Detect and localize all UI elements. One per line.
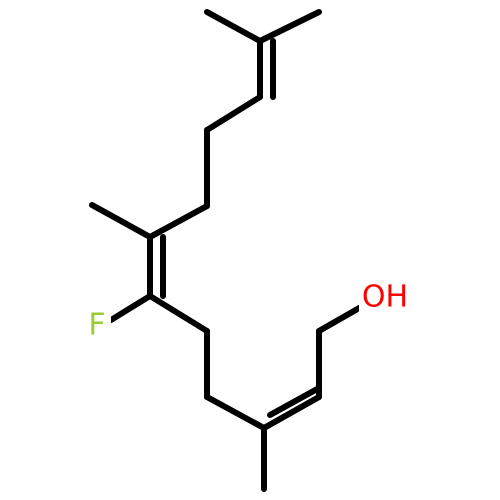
- bond-chain-upper-3: [147, 203, 210, 240]
- hydroxyl-label-background: [359, 282, 411, 316]
- bond-chain-lower-1: [147, 293, 210, 334]
- bond-lower-alkene: [261, 394, 322, 431]
- bond-lower-alkene-second-line: [267, 385, 322, 418]
- bond-fluorine: [108, 293, 153, 323]
- bond-top-right-methyl: [257, 9, 322, 44]
- fluorine-atom-label: F: [88, 308, 105, 343]
- atom-labels: F OH: [83, 280, 411, 343]
- hydroxyl-atom-label: OH: [362, 280, 408, 315]
- bond-middle-methyl: [89, 202, 153, 240]
- bond-hydroxymethyl-2: [316, 304, 364, 334]
- bond-lines: [89, 9, 364, 492]
- fluorine-label-background: [83, 306, 111, 340]
- bond-chain-upper-1: [204, 94, 263, 133]
- bond-chain-lower-3: [204, 394, 267, 431]
- bond-top-left-methyl: [204, 9, 263, 44]
